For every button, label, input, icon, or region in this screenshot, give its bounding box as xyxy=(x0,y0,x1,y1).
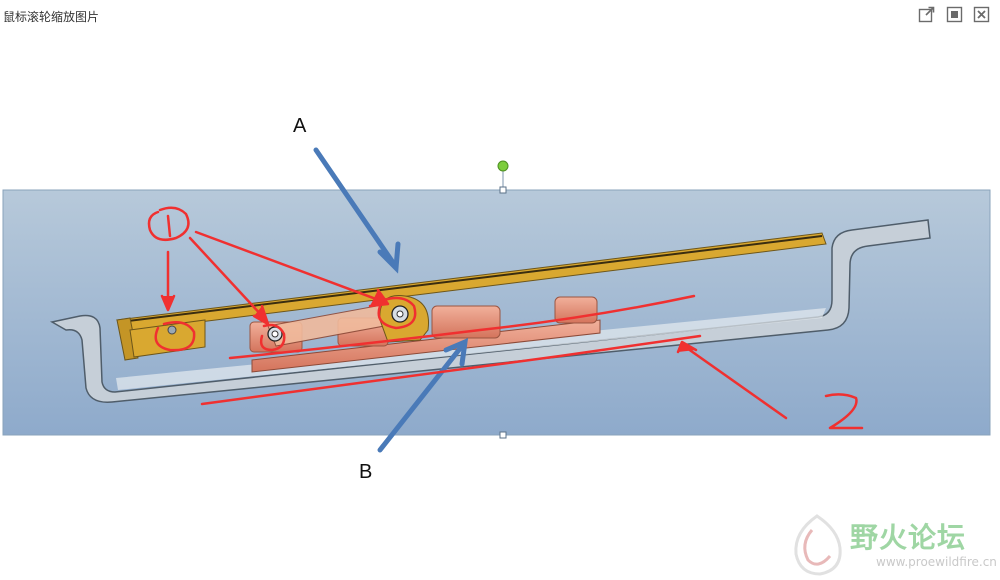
resize-handle-bottom[interactable] xyxy=(499,431,507,439)
close-icon xyxy=(973,6,990,23)
label-b: B xyxy=(359,461,373,483)
arrow-a xyxy=(313,147,401,274)
arrow-b xyxy=(377,337,469,453)
maximize-icon xyxy=(946,6,963,23)
window-title: 鼠标滚轮缩放图片 xyxy=(3,10,100,24)
flame-logo-icon xyxy=(794,514,842,576)
screw-left xyxy=(167,325,177,335)
title-bar: 鼠标滚轮缩放图片 xyxy=(0,0,1000,30)
copper-pad-3 xyxy=(431,305,501,339)
circle-1 xyxy=(147,206,190,241)
tray-floor xyxy=(116,308,826,390)
tray-shell xyxy=(49,219,931,403)
maximize-button[interactable] xyxy=(946,6,963,23)
pivot-right-hole xyxy=(396,310,404,318)
pivot-left-hole xyxy=(271,330,279,338)
resize-handle-top[interactable] xyxy=(499,186,507,194)
red-annotations xyxy=(147,206,864,430)
popout-icon xyxy=(918,6,935,23)
close-button[interactable] xyxy=(973,6,990,23)
watermark: 野火论坛 www.proewildfire.cn xyxy=(782,510,997,580)
handwritten-digit-1 xyxy=(166,214,172,238)
watermark-url: www.proewildfire.cn xyxy=(876,555,997,569)
popout-button[interactable] xyxy=(918,6,935,23)
gold-plate-edge xyxy=(119,235,823,323)
rotation-handle[interactable] xyxy=(497,160,509,172)
watermark-text: 野火论坛 xyxy=(850,521,967,554)
handwritten-digit-2 xyxy=(824,393,864,430)
label-a: A xyxy=(293,115,307,137)
